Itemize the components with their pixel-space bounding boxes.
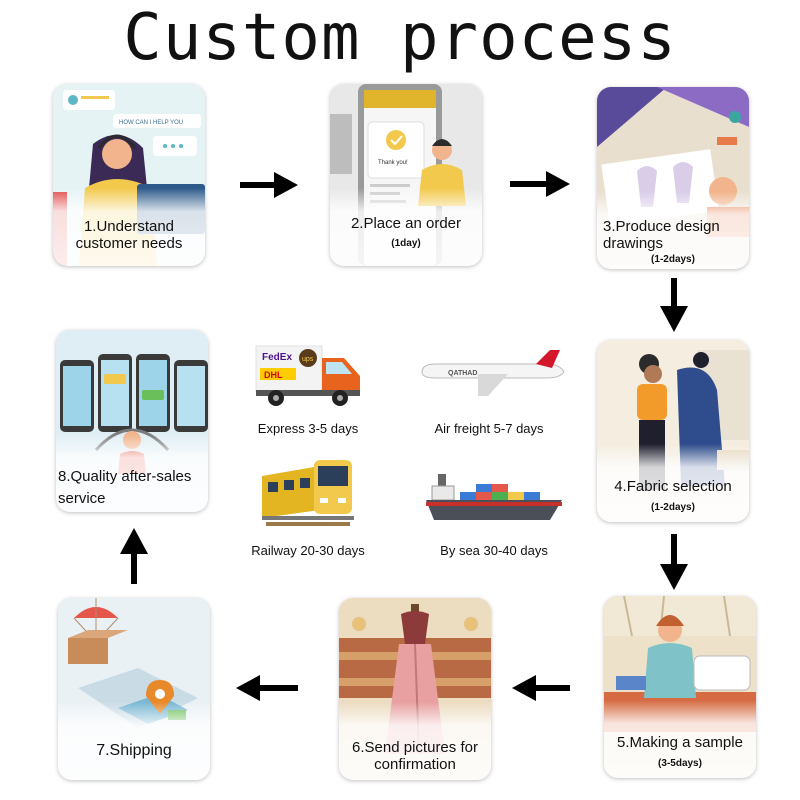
step-label: 2.Place an order <box>350 215 462 232</box>
step-label: 5.Making a sample <box>617 734 743 751</box>
step-card-after-sales: 8.Quality after-sales service <box>56 330 208 512</box>
step-duration: (1-2days) <box>651 254 695 265</box>
page-title: Custom process <box>123 1 677 75</box>
step-label: 4.Fabric selection <box>614 478 732 495</box>
ups-logo-text: ups <box>302 356 314 363</box>
arrow-down-icon <box>660 278 688 332</box>
shipping-mode-label: Express 3-5 days <box>257 421 359 436</box>
step-label: 6.Send pictures for confirmation <box>352 739 478 773</box>
step-label: 8.Quality after-sales service <box>58 468 192 507</box>
step-duration: (3-5days) <box>658 758 702 769</box>
train-icon <box>262 460 354 526</box>
help-banner-text: HOW CAN I HELP YOU <box>119 120 183 126</box>
arrow-up-icon <box>120 528 148 584</box>
arrow-right-icon <box>240 172 298 198</box>
step-label: 3.Produce design drawings <box>603 218 720 252</box>
step-card-understand-needs: HOW CAN I HELP YOU 1.Understand customer… <box>53 84 205 266</box>
fedex-logo-text: FedEx <box>262 352 292 363</box>
step-card-send-pictures: 6.Send pictures for confirmation <box>339 598 491 780</box>
delivery-truck-icon: FedEx ups DHL <box>255 345 360 406</box>
shipping-mode-label: By sea 30-40 days <box>440 543 548 558</box>
airplane-icon: QATHAD <box>421 350 565 396</box>
dhl-logo-text: DHL <box>264 370 283 380</box>
airline-name-text: QATHAD <box>448 370 477 377</box>
arrow-right-icon <box>510 171 570 197</box>
step-card-place-order: Thank you! 2.Place an order (1day) <box>330 84 482 266</box>
step-card-shipping: 7.Shipping <box>58 598 210 780</box>
arrow-down-icon <box>660 534 688 590</box>
step-duration: (1day) <box>391 238 421 249</box>
step-label: 7.Shipping <box>96 742 172 759</box>
thank-you-text: Thank you! <box>378 160 408 166</box>
arrow-left-icon <box>512 675 570 701</box>
cargo-ship-icon <box>426 474 562 520</box>
shipping-mode-label: Railway 20-30 days <box>251 543 365 558</box>
shipping-mode-label: Air freight 5-7 days <box>434 421 544 436</box>
step-duration: (1-2days) <box>651 502 695 513</box>
step-label: 1.Understand customer needs <box>75 218 183 252</box>
step-card-fabric-selection: 4.Fabric selection (1-2days) <box>597 340 749 522</box>
arrow-left-icon <box>236 675 298 701</box>
step-card-making-sample: 5.Making a sample (3-5days) <box>604 596 756 778</box>
step-card-design-drawings: 3.Produce design drawings (1-2days) <box>597 87 749 269</box>
